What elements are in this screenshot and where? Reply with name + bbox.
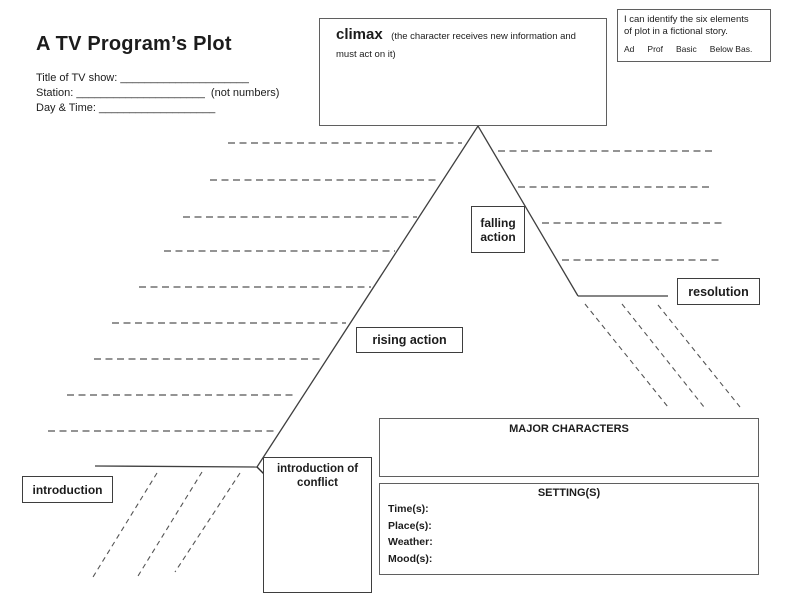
falling-action-writing-lines <box>498 150 722 261</box>
introduction-baseline <box>94 465 259 468</box>
rising-action-box: rising action <box>356 327 463 353</box>
settings-box: SETTING(S) Time(s): Place(s): Weather: M… <box>379 483 759 575</box>
major-characters-box: MAJOR CHARACTERS <box>379 418 759 477</box>
title-of-show-blank: _____________________ <box>120 72 249 84</box>
plot-mountain <box>94 125 668 468</box>
settings-fields: Time(s): Place(s): Weather: Mood(s): <box>380 501 758 567</box>
level-advanced: Ad <box>624 44 635 54</box>
setting-moods-label: Mood(s): <box>388 552 433 565</box>
station-field: Station: _____________________ (not numb… <box>36 86 279 101</box>
rising-action-label: rising action <box>372 333 447 347</box>
day-time-blank: ___________________ <box>98 102 216 114</box>
climax-box: climax (the character receives new infor… <box>319 18 607 126</box>
climax-description: (the character receives new information … <box>336 31 576 60</box>
day-time-label: Day & Time: <box>36 102 96 114</box>
introduction-label: introduction <box>32 482 103 497</box>
level-below-basic: Below Bas. <box>709 44 753 54</box>
station-label: Station: <box>36 87 74 99</box>
mountain-right-slope <box>477 125 579 297</box>
climax-label: climax <box>336 26 383 43</box>
resolution-box: resolution <box>677 278 760 305</box>
show-info-fields: Title of TV show: _____________________ … <box>36 71 279 116</box>
proficiency-levels: Ad Prof Basic Below Bas. <box>624 44 764 54</box>
resolution-label: resolution <box>688 284 749 299</box>
setting-weather-label: Weather: <box>388 536 433 548</box>
mountain-left-slope <box>256 125 479 468</box>
day-time-field: Day & Time: ___________________ <box>36 101 279 116</box>
falling-action-label: falling action <box>480 215 516 244</box>
station-note: (not numbers) <box>210 87 280 99</box>
introduction-hatch-lines <box>92 471 241 578</box>
settings-heading: SETTING(S) <box>537 487 601 499</box>
introduction-box: introduction <box>22 476 113 503</box>
major-characters-heading: MAJOR CHARACTERS <box>509 423 629 435</box>
title-of-show-field: Title of TV show: _____________________ <box>36 71 279 86</box>
learning-target-line1: I can identify the six elements <box>624 14 749 25</box>
resolution-hatch-lines <box>584 303 741 408</box>
rising-action-writing-lines <box>48 142 462 432</box>
setting-times-label: Time(s): <box>388 503 429 515</box>
falling-action-box: falling action <box>471 206 525 253</box>
station-blank: _____________________ <box>76 87 205 99</box>
introduction-of-conflict-label: introduction of conflict <box>276 463 359 489</box>
learning-target-line2: of plot in a fictional story. <box>624 25 728 37</box>
learning-target-box: I can identify the six elements of plot … <box>617 9 771 62</box>
level-proficient: Prof <box>647 44 663 54</box>
level-basic: Basic <box>676 44 697 54</box>
setting-places-label: Place(s): <box>388 519 432 532</box>
title-of-show-label: Title of TV show: <box>36 72 118 84</box>
page-title: A TV Program’s Plot <box>36 33 232 55</box>
introduction-of-conflict-box: introduction of conflict <box>263 457 372 593</box>
